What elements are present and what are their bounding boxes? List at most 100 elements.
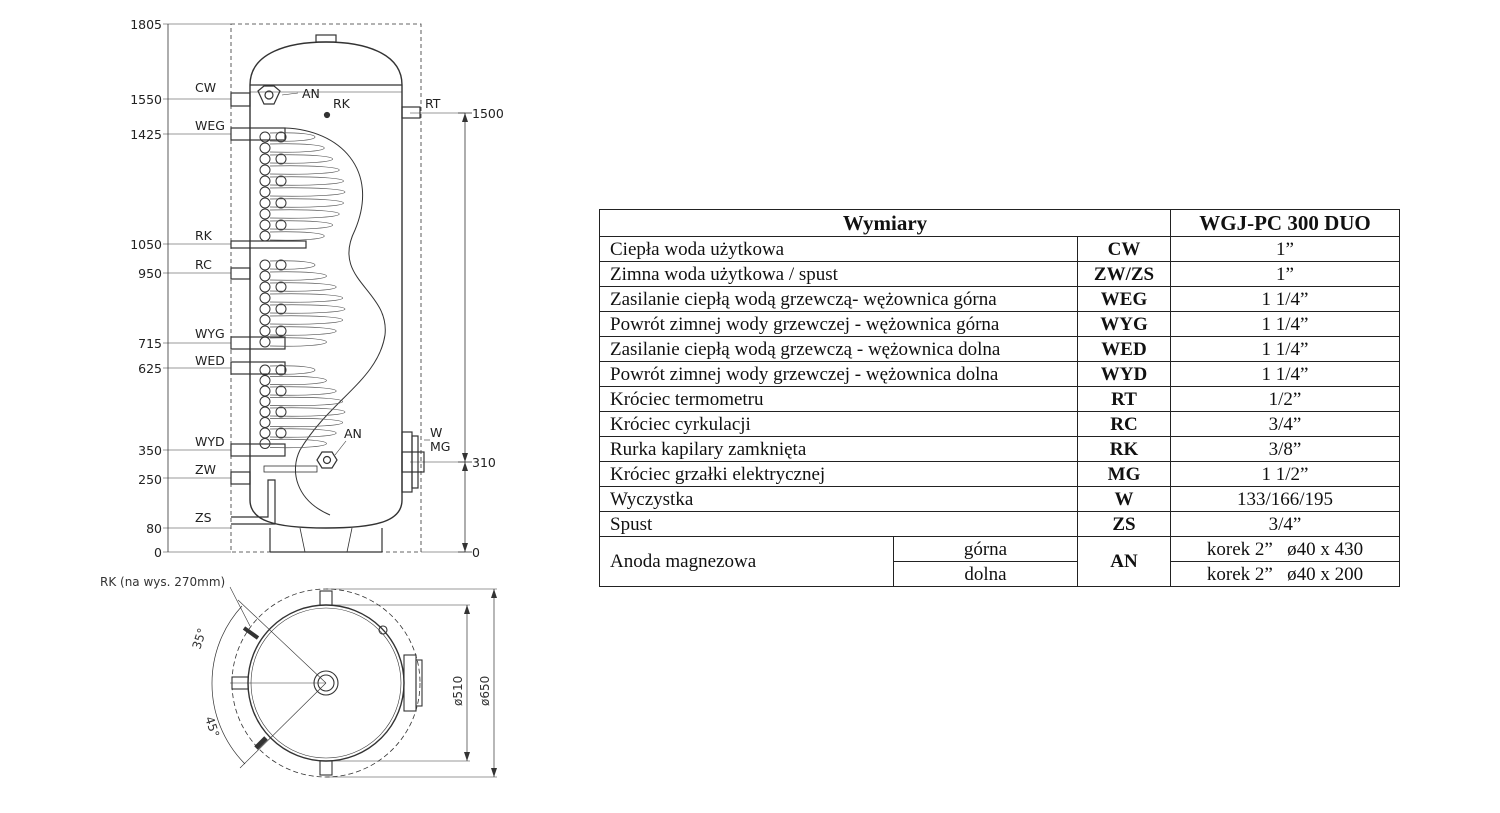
row-name: Króciec termometru <box>599 386 1078 412</box>
coil-tube <box>275 153 287 165</box>
coil-loop <box>269 198 344 208</box>
coil-loop <box>269 187 346 197</box>
connection-label-cw: CW <box>195 80 216 95</box>
coil-tube <box>259 438 271 449</box>
envelope-outline <box>230 23 422 553</box>
row-code: ZS <box>1076 511 1172 537</box>
row-value: 1 1/2” <box>1170 461 1401 487</box>
height-label: 1550 <box>130 92 162 107</box>
coil-loop <box>269 282 337 292</box>
row-code: CW <box>1076 236 1172 262</box>
table-row-anode-upper: Anoda magnezowa górna AN korek 2” ø40 x … <box>599 536 1401 587</box>
row-name: Wyczystka <box>599 486 1078 512</box>
label-rt: RT <box>425 96 441 111</box>
connection-label-wyg: WYG <box>195 326 225 341</box>
coil-tube <box>275 219 287 231</box>
coil-loop <box>269 154 333 164</box>
coil-tube <box>275 259 287 271</box>
height-label: 0 <box>154 545 162 560</box>
table-row: Powrót zimnej wody grzewczej - wężownica… <box>599 311 1401 337</box>
coil-loop <box>269 132 316 142</box>
height-labels: 1805 1550 1425 1050 950 715 625 350 250 … <box>130 17 162 560</box>
coil-loop <box>269 386 337 396</box>
anode-code: AN <box>1076 536 1172 587</box>
coil-tube <box>259 375 271 386</box>
coil-loop <box>269 231 325 241</box>
coil-tube <box>259 131 271 143</box>
label-mg: MG <box>430 439 450 454</box>
row-name: Powrót zimnej wody grzewczej - wężownica… <box>599 361 1078 387</box>
table-row: Powrót zimnej wody grzewczej - wężownica… <box>599 361 1401 387</box>
coil-tube <box>259 325 271 337</box>
row-code: WYG <box>1076 311 1172 337</box>
height-label: 250 <box>138 472 162 487</box>
row-code: ZW/ZS <box>1076 261 1172 287</box>
coil-loop <box>269 260 316 270</box>
anode-upper-label: górna <box>893 536 1078 562</box>
row-value: 3/4” <box>1170 511 1401 537</box>
coil-tube <box>259 314 271 326</box>
technical-drawing: 1805 1550 1425 1050 950 715 625 350 250 … <box>100 17 504 778</box>
connection-label-zw: ZW <box>195 462 216 477</box>
angle-label-bottom: 45° <box>202 715 222 740</box>
row-value: 1 1/4” <box>1170 286 1401 312</box>
row-name: Króciec cyrkulacji <box>599 411 1078 437</box>
row-name: Zimna woda użytkowa / spust <box>599 261 1078 287</box>
coil-tube <box>275 325 287 337</box>
coil-loop <box>269 143 325 153</box>
coil-tube <box>259 219 271 231</box>
coil-tube <box>259 186 271 198</box>
coil-tube <box>259 270 271 282</box>
row-code: RK <box>1076 436 1172 462</box>
row-name: Rurka kapilary zamknięta <box>599 436 1078 462</box>
coil-loop <box>269 176 344 186</box>
height-label: 715 <box>138 336 162 351</box>
coil-tube <box>259 153 271 165</box>
coil-loop <box>269 326 337 336</box>
connection-label-wyd: WYD <box>195 434 225 449</box>
row-value: 1 1/4” <box>1170 311 1401 337</box>
right-dimension-label: 1500 <box>472 106 504 121</box>
row-code: RC <box>1076 411 1172 437</box>
elevation-view <box>167 23 472 553</box>
row-name: Spust <box>599 511 1078 537</box>
row-code: MG <box>1076 461 1172 487</box>
base-stand <box>269 528 383 553</box>
coil-tube <box>259 303 271 315</box>
coil-tube <box>275 364 287 376</box>
row-value: 1/2” <box>1170 386 1401 412</box>
coil-tube <box>259 406 271 418</box>
diameter-inner-label: ø510 <box>451 676 465 706</box>
row-name: Zasilanie ciepłą wodą grzewczą - wężowni… <box>599 336 1078 362</box>
table-row-anode-lower: dolna korek 2” ø40 x 200 <box>600 561 1401 587</box>
row-value: 1” <box>1170 236 1401 262</box>
coil-upper <box>259 131 346 242</box>
table-row: Zasilanie ciepłą wodą grzewczą- wężownic… <box>599 286 1401 312</box>
rk-position-note: RK (na wys. 270mm) <box>100 575 225 589</box>
row-code: RT <box>1076 386 1172 412</box>
anode-upper-value: korek 2” ø40 x 430 <box>1170 536 1401 562</box>
anode-bottom-fitting <box>316 451 338 469</box>
coil-loop <box>269 304 346 314</box>
plan-view <box>211 586 497 778</box>
right-dimension-label: 310 <box>472 455 496 470</box>
plan-labels: RK (na wys. 270mm) 35° 45° ø510 ø650 <box>100 575 492 739</box>
row-value: 133/166/195 <box>1170 486 1401 512</box>
table-header-model: WGJ-PC 300 DUO <box>1170 209 1401 237</box>
height-label: 1425 <box>130 127 162 142</box>
row-value: 1” <box>1170 261 1401 287</box>
coil-loop <box>269 271 327 281</box>
coil-loop <box>269 337 327 347</box>
connection-label-wed: WED <box>195 353 225 368</box>
row-value: 3/8” <box>1170 436 1401 462</box>
coil-tube <box>259 208 271 220</box>
coil-tube <box>259 164 271 176</box>
coil-loop <box>269 293 343 303</box>
